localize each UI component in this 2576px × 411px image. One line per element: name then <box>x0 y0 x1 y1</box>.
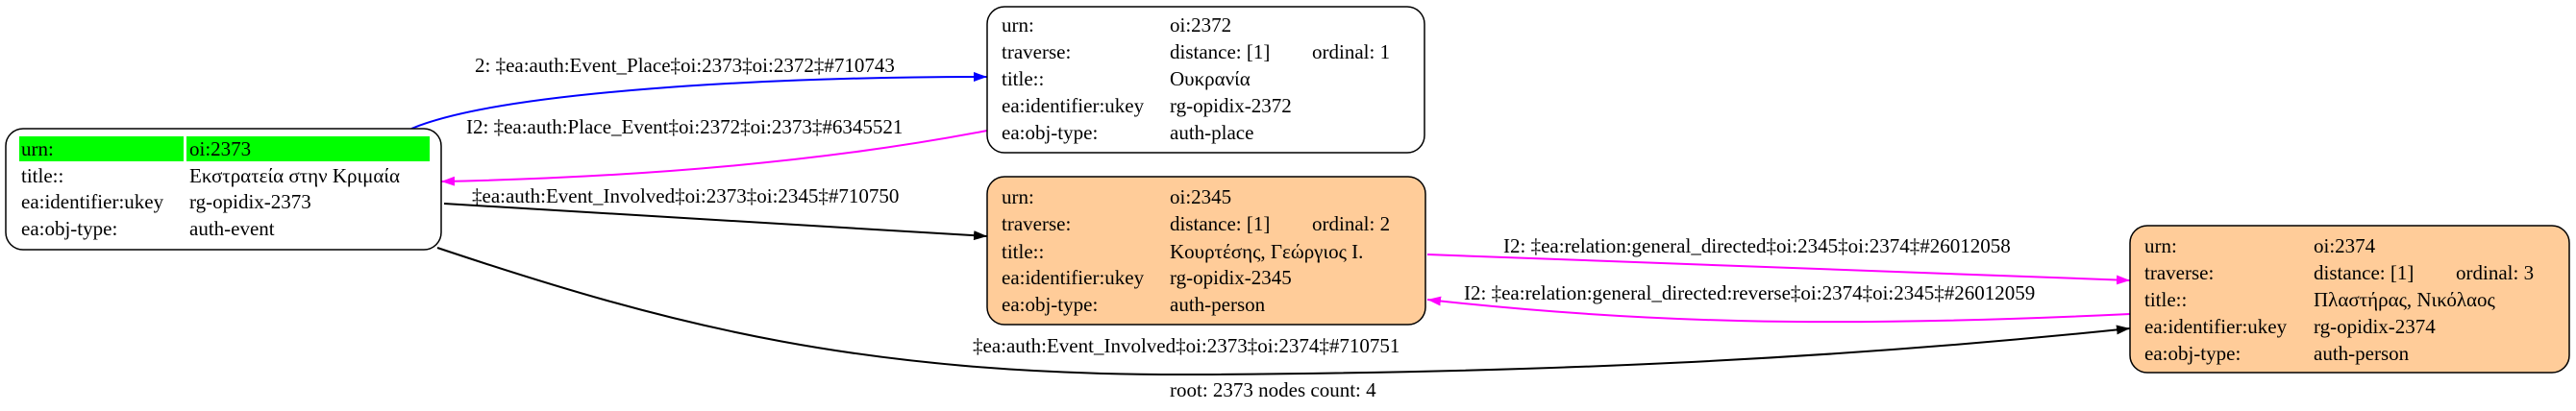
ordinal-value: ordinal: 3 <box>2456 261 2534 284</box>
edge-line[interactable] <box>443 203 988 241</box>
title-value: Ουκρανία <box>1170 67 1251 90</box>
node-box <box>986 176 1426 326</box>
urn-label: urn: <box>21 137 54 160</box>
edge-general-directed-reverse[interactable]: I2: ‡ea:relation:general_directed:revers… <box>1426 281 2131 324</box>
edge-label: I2: ‡ea:relation:general_directed:revers… <box>1464 281 2035 304</box>
obj-type-value: auth-event <box>189 217 275 240</box>
edge-label: 2: ‡ea:auth:Event_Place‡oi:2373‡oi:2372‡… <box>475 54 895 77</box>
obj-type-value: auth-place <box>1170 121 1253 144</box>
obj-type-label: ea:obj-type: <box>2144 342 2241 365</box>
node-2345[interactable]: urn: oi:2345 traverse: distance: [1] ord… <box>986 176 1426 326</box>
ukey-value: rg-opidix-2374 <box>2314 315 2436 338</box>
title-label: title:: <box>1002 67 1044 90</box>
edge-label: I2: ‡ea:relation:general_directed‡oi:234… <box>1503 234 2011 257</box>
distance-value: distance: [1] <box>2314 261 2414 284</box>
obj-type-label: ea:obj-type: <box>21 217 117 240</box>
ukey-label: ea:identifier:ukey <box>2144 315 2288 338</box>
obj-type-label: ea:obj-type: <box>1002 293 1098 316</box>
traverse-label: traverse: <box>1002 212 1071 235</box>
node-2373[interactable]: urn: oi:2373 title:: Εκστρατεία στην Κρι… <box>5 128 442 251</box>
traverse-label: traverse: <box>2144 261 2214 284</box>
graph-footer: root: 2373 nodes count: 4 <box>1170 378 1376 401</box>
edge-line[interactable] <box>410 72 988 130</box>
edge-line[interactable] <box>1426 254 2131 285</box>
urn-label: urn: <box>1002 13 1034 36</box>
urn-value: oi:2374 <box>2314 234 2376 257</box>
ukey-label: ea:identifier:ukey <box>1002 94 1145 117</box>
edge-place-event[interactable]: I2: ‡ea:auth:Place_Event‡oi:2372‡oi:2373… <box>440 115 988 186</box>
urn-value-highlight <box>186 136 430 161</box>
title-value: Εκστρατεία στην Κριμαία <box>189 164 400 187</box>
ukey-label: ea:identifier:ukey <box>21 190 164 213</box>
urn-label: urn: <box>2144 234 2177 257</box>
edge-general-directed[interactable]: I2: ‡ea:relation:general_directed‡oi:234… <box>1426 234 2131 285</box>
edge-line[interactable] <box>440 130 988 186</box>
edge-label: ‡ea:auth:Event_Involved‡oi:2373‡oi:2374‡… <box>973 334 1399 357</box>
urn-value: oi:2345 <box>1170 185 1231 208</box>
title-label: title:: <box>21 164 63 187</box>
ordinal-value: ordinal: 2 <box>1312 212 1390 235</box>
title-value: Πλαστήρας, Νικόλαος <box>2314 288 2496 311</box>
edge-event-involved-2345[interactable]: ‡ea:auth:Event_Involved‡oi:2373‡oi:2345‡… <box>443 184 988 241</box>
node-box <box>2129 225 2570 374</box>
node-box <box>986 6 1425 154</box>
node-2372[interactable]: urn: oi:2372 traverse: distance: [1] ord… <box>986 6 1425 154</box>
ukey-label: ea:identifier:ukey <box>1002 266 1145 289</box>
node-2374[interactable]: urn: oi:2374 traverse: distance: [1] ord… <box>2129 225 2570 374</box>
urn-label: urn: <box>1002 185 1034 208</box>
urn-value: oi:2372 <box>1170 13 1231 36</box>
edge-event-involved-2374[interactable]: ‡ea:auth:Event_Involved‡oi:2373‡oi:2374‡… <box>436 247 2131 376</box>
urn-label-highlight <box>19 136 184 161</box>
ukey-value: rg-opidix-2373 <box>189 190 311 213</box>
edge-label: I2: ‡ea:auth:Place_Event‡oi:2372‡oi:2373… <box>466 115 903 138</box>
distance-value: distance: [1] <box>1170 212 1270 235</box>
obj-type-value: auth-person <box>2314 342 2410 365</box>
ordinal-value: ordinal: 1 <box>1312 40 1390 63</box>
edge-line[interactable] <box>436 247 2131 376</box>
edge-line[interactable] <box>1426 296 2131 324</box>
obj-type-value: auth-person <box>1170 293 1266 316</box>
traverse-label: traverse: <box>1002 40 1071 63</box>
title-label: title:: <box>2144 288 2187 311</box>
ukey-value: rg-opidix-2372 <box>1170 94 1292 117</box>
edge-label: ‡ea:auth:Event_Involved‡oi:2373‡oi:2345‡… <box>472 184 899 207</box>
obj-type-label: ea:obj-type: <box>1002 121 1098 144</box>
ukey-value: rg-opidix-2345 <box>1170 266 1292 289</box>
edge-event-place[interactable]: 2: ‡ea:auth:Event_Place‡oi:2373‡oi:2372‡… <box>410 54 988 130</box>
distance-value: distance: [1] <box>1170 40 1270 63</box>
urn-value: oi:2373 <box>189 137 251 160</box>
title-label: title:: <box>1002 240 1044 263</box>
title-value: Κουρτέσης, Γεώργιος Ι. <box>1170 240 1363 263</box>
